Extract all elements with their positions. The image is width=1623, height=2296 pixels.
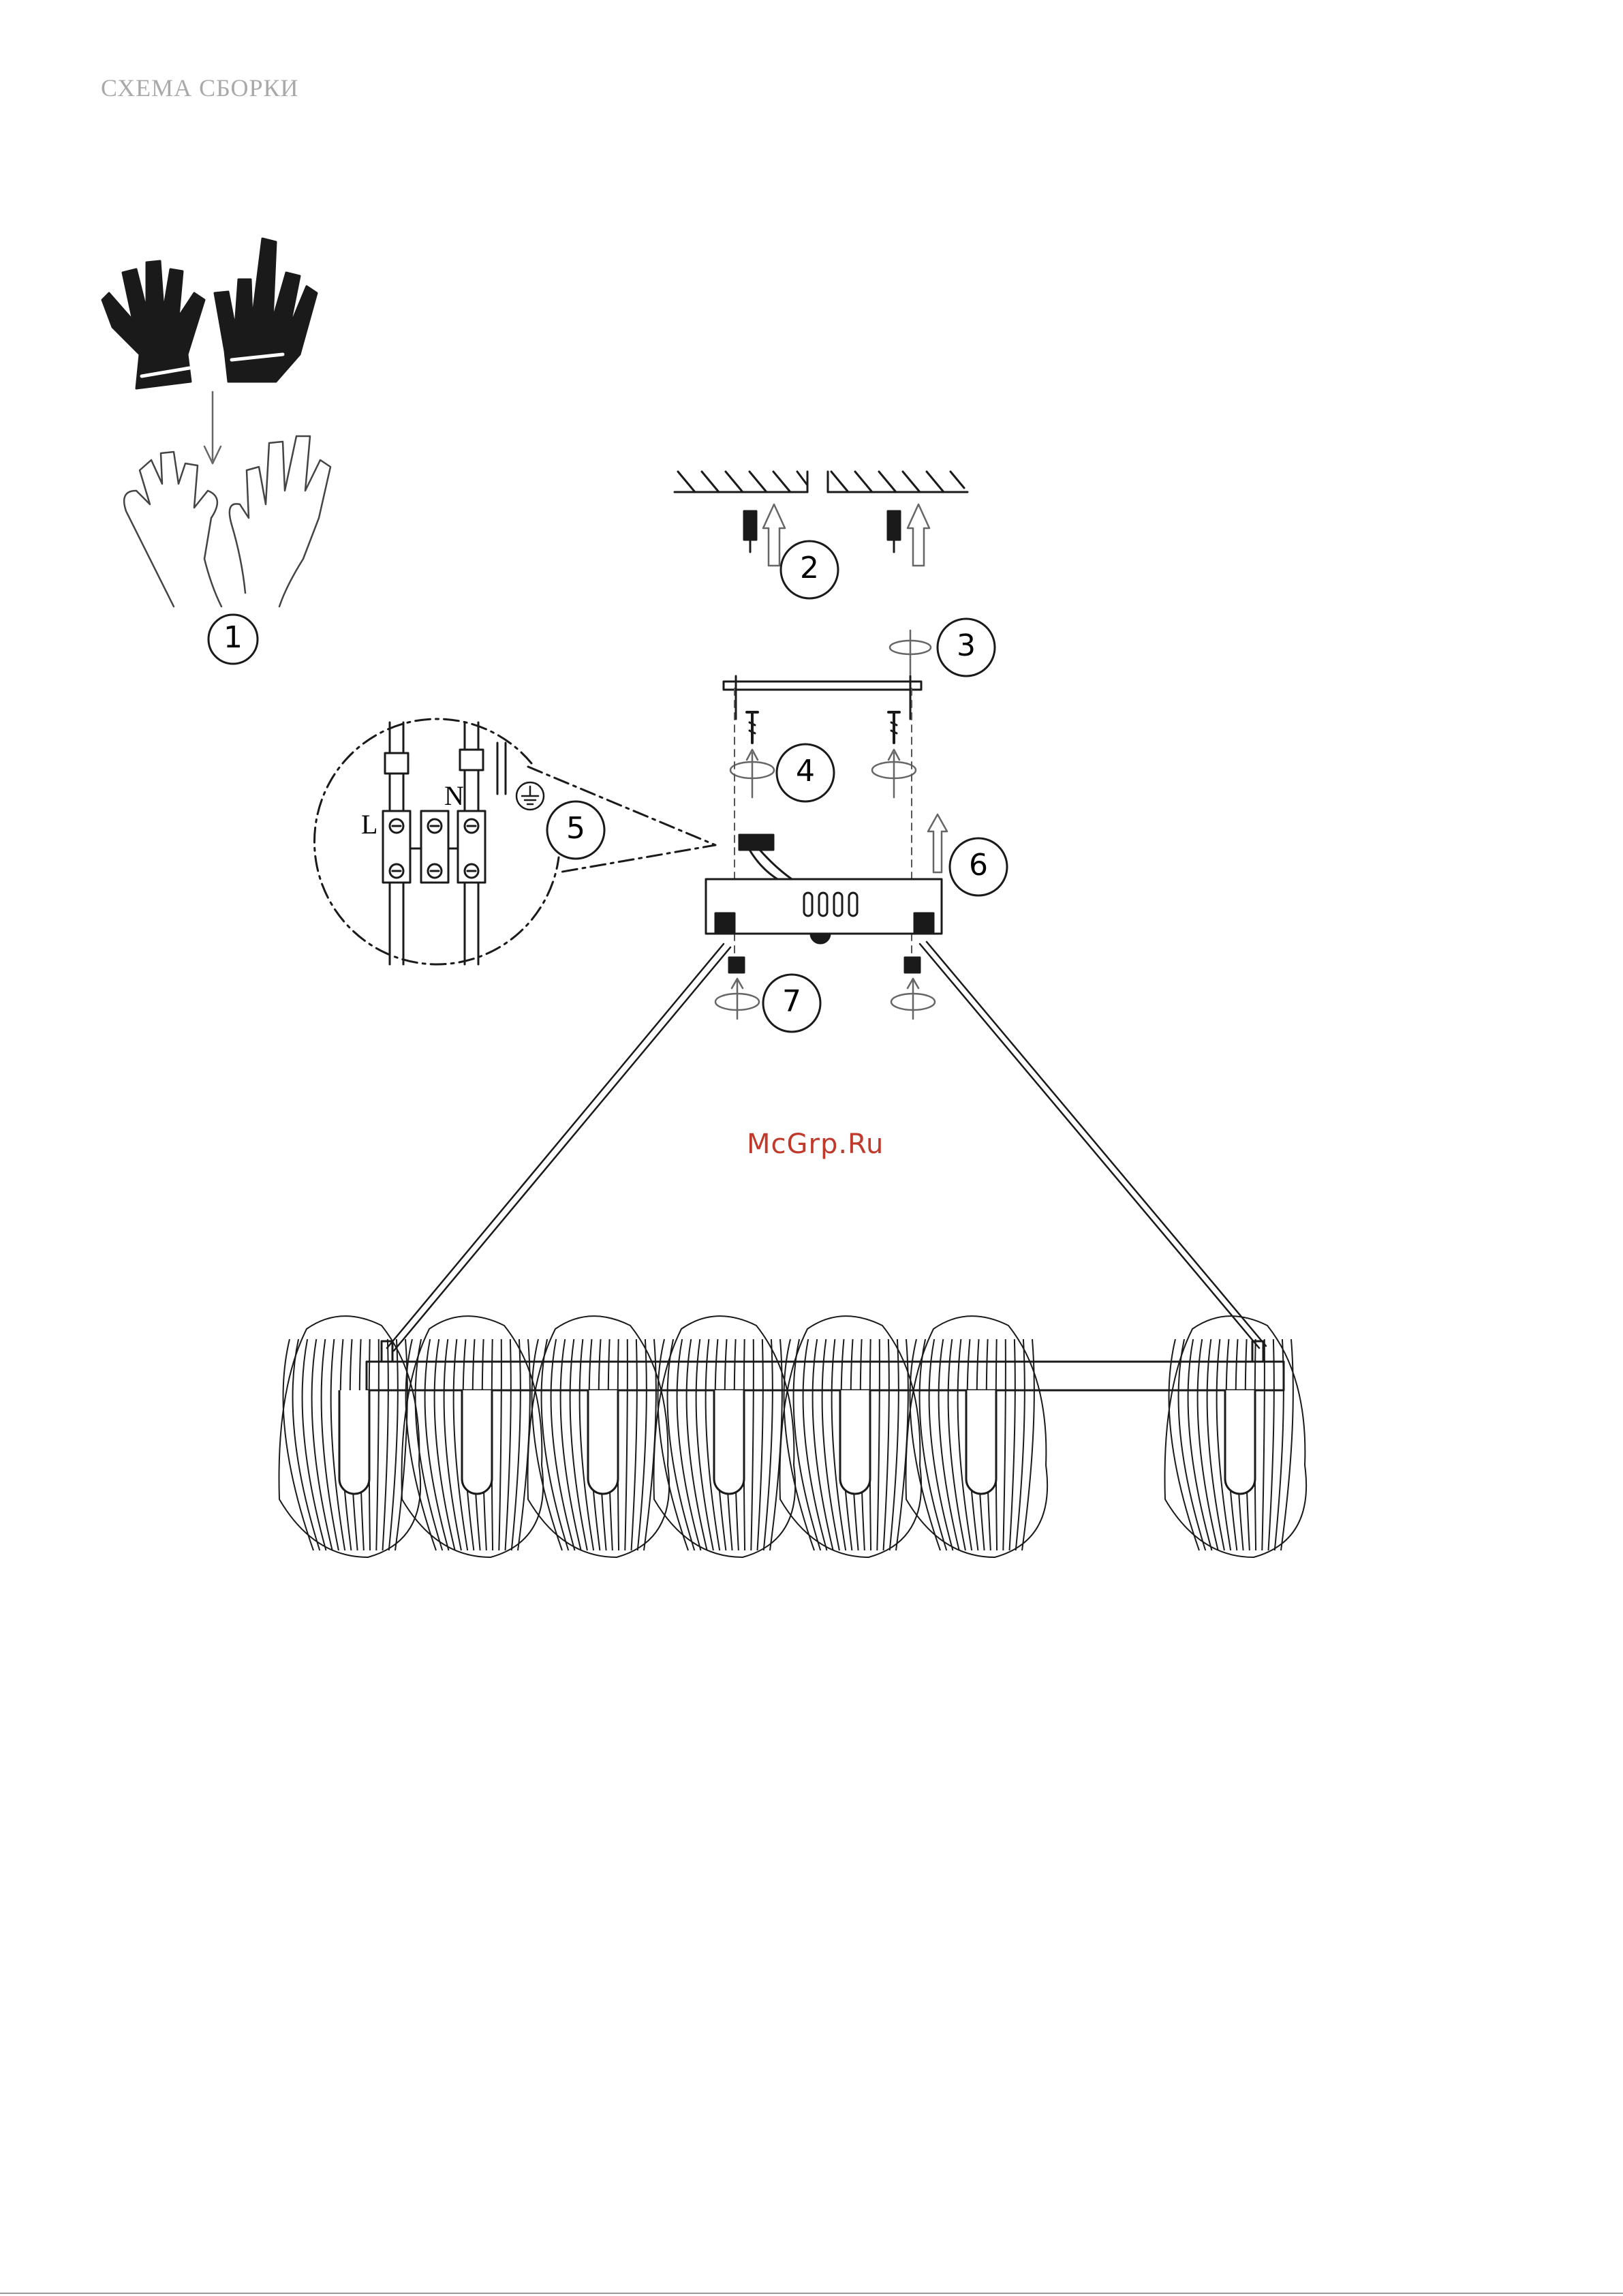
terminal-block [739,835,794,883]
cable-grip-right [905,958,920,973]
shell-shade [402,1316,544,1557]
screw-icon [747,712,899,743]
watermark: McGrp.Ru [747,1129,884,1160]
step-1-label: 1 [219,620,247,655]
wiring-detail [314,719,715,964]
shell-shade [528,1316,670,1557]
ceiling-hatch [675,472,968,492]
step-7-label: 7 [778,984,805,1019]
suspension-cable-left [387,944,730,1351]
ground-symbol-icon [516,782,544,810]
shell-shade [1165,1316,1307,1557]
arrow-down-icon [204,392,221,463]
shell-shade [780,1316,922,1557]
page-bottom-rule [0,2293,1623,2294]
lamp-frame [367,1362,1284,1390]
bare-hands-icon [124,436,330,607]
wire-label-L: L [361,808,377,840]
shell-shade [279,1316,421,1557]
arrow-up-icon [928,814,947,872]
step-3-label: 3 [953,628,980,663]
step-4-label: 4 [792,754,819,789]
gloves-icon [102,239,317,388]
shell-shade [654,1316,796,1557]
shell-shade [906,1316,1048,1557]
mounting-bar [724,682,921,690]
step-2-label: 2 [796,551,823,585]
canopy [706,879,942,943]
shell-shades [279,1316,1307,1557]
suspension-cable-right [920,942,1266,1348]
cable-clip-right [1252,1341,1263,1362]
cable-grip-left [729,958,744,973]
wire-label-N: N [444,780,464,812]
nut-icon [890,630,931,675]
step-5-label: 5 [562,811,589,846]
step-6-label: 6 [965,848,992,883]
arrow-up-icon [763,504,929,566]
